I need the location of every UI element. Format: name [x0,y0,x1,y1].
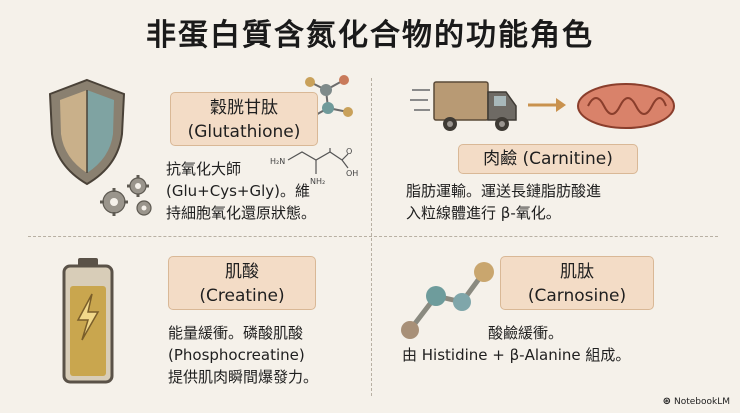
desc-line: 脂肪運輸。運送長鏈脂肪酸進 [406,182,602,200]
chemical-structure-icon: H₂N NH₂ O OH [270,147,358,186]
chem-amine-label: H₂N [270,157,285,166]
desc-line: (Glu+Cys+Gly)。維 [166,182,310,200]
glutathione-name-zh: 穀胱甘肽 [210,98,278,118]
gears-icon [100,175,152,216]
watermark-text: NotebookLM [673,396,730,407]
desc-line: 提供肌肉瞬間爆發力。 [168,368,319,386]
vertical-divider [371,78,372,396]
horizontal-divider [28,236,718,237]
chem-oxygen-label: O [346,147,352,156]
carnitine-label: 肉鹼 (Carnitine) [458,144,638,174]
watermark: ⊛ NotebookLM [663,396,730,407]
desc-line: 入粒線體進行 β-氧化。 [406,204,561,222]
carnosine-description: 酸鹼緩衝。 由 Histidine + β-Alanine 組成。 [402,322,722,366]
desc-line: 酸鹼緩衝。 [488,324,564,342]
lightning-icon [76,293,100,341]
glutathione-label: 穀胱甘肽 (Glutathione) [170,92,318,146]
glutathione-description: 抗氧化大師 (Glu+Cys+Gly)。維 持細胞氧化還原狀態。 [166,158,366,224]
carnosine-label: 肌肽 (Carnosine) [500,256,654,310]
desc-line: 能量緩衝。磷酸肌酸 [168,324,304,342]
notebooklm-logo-icon: ⊛ [662,396,671,407]
carnitine-description: 脂肪運輸。運送長鏈脂肪酸進 入粒線體進行 β-氧化。 [406,180,706,224]
desc-line: 抗氧化大師 [166,160,242,178]
creatine-name-zh: 肌酸 [225,262,259,282]
molecule-chain-icon [401,262,494,339]
glutathione-name-en: (Glutathione) [187,122,301,142]
mitochondrion-icon [577,83,675,129]
carnosine-name-zh: 肌肽 [560,262,594,282]
carnitine-name-zh: 肉鹼 [483,149,518,169]
creatine-label: 肌酸 (Creatine) [168,256,316,310]
creatine-description: 能量緩衝。磷酸肌酸 (Phosphocreatine) 提供肌肉瞬間爆發力。 [168,322,368,388]
desc-line: 由 Histidine + β-Alanine 組成。 [402,346,631,364]
desc-line: 持細胞氧化還原狀態。 [166,204,317,222]
carnosine-name-en: (Carnosine) [527,286,627,306]
chem-amine2-label: NH₂ [310,177,325,186]
creatine-name-en: (Creatine) [199,286,285,306]
carnitine-name-en: (Carnitine) [522,149,613,169]
page-title: 非蛋白質含氮化合物的功能角色 [146,18,594,53]
delivery-truck-icon [410,81,517,131]
chem-hydroxyl-label: OH [346,169,358,178]
desc-line: (Phosphocreatine) [168,346,305,364]
arrow-right-icon [528,98,566,112]
shield-icon [48,78,126,186]
